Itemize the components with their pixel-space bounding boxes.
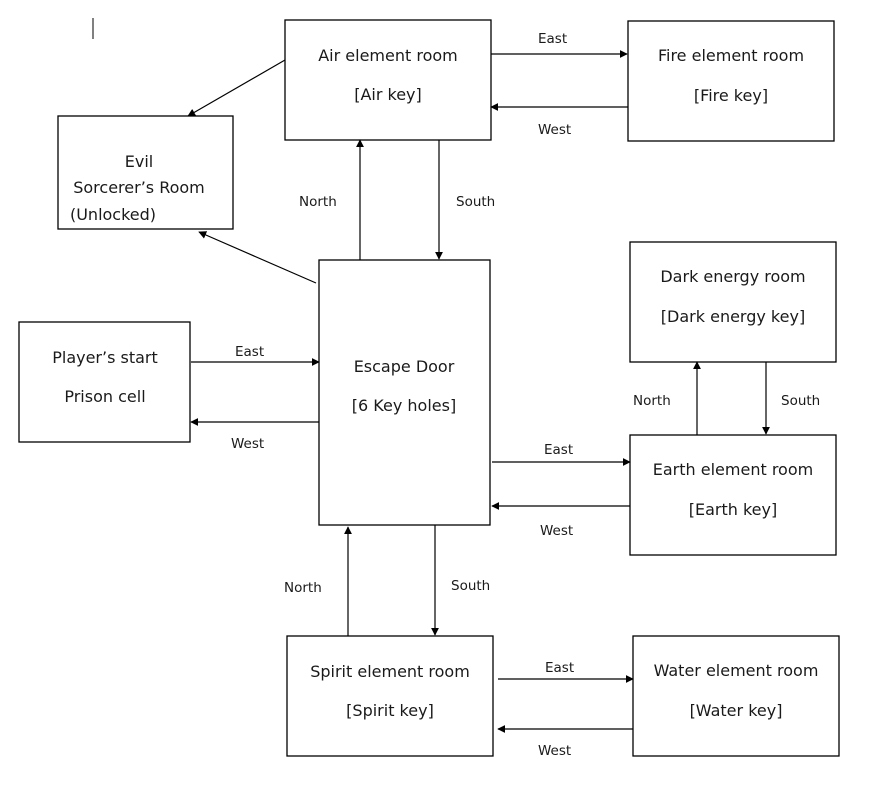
label-north: North	[633, 393, 671, 409]
label-east: East	[544, 442, 573, 458]
room-earth-key: [Earth key]	[689, 500, 777, 519]
room-water-name: Water element room	[654, 661, 819, 680]
room-fire[interactable]: Fire element room [Fire key]	[627, 20, 835, 142]
room-water-key: [Water key]	[690, 701, 783, 720]
label-east: East	[545, 660, 574, 676]
room-air-name: Air element room	[318, 46, 458, 65]
label-west: West	[538, 122, 571, 138]
arrow-escape-to-evil	[198, 231, 317, 284]
label-east: East	[538, 31, 567, 47]
room-fire-name: Fire element room	[658, 46, 804, 65]
label-west: West	[538, 743, 571, 759]
label-south: South	[781, 393, 820, 409]
room-dark-energy[interactable]: Dark energy room [Dark energy key]	[629, 241, 837, 363]
room-spirit[interactable]: Spirit element room [Spirit key]	[286, 635, 494, 757]
room-spirit-key: [Spirit key]	[346, 701, 434, 720]
room-escape-keyholes: [6 Key holes]	[352, 396, 456, 415]
room-escape-name: Escape Door	[354, 357, 455, 376]
room-escape-door[interactable]: Escape Door [6 Key holes]	[318, 259, 491, 526]
label-north: North	[284, 580, 322, 596]
room-start-line1: Player’s start	[52, 348, 158, 367]
room-dark-name: Dark energy room	[660, 267, 805, 286]
room-evil-sorcerer[interactable]: Evil Sorcerer’s Room (Unlocked)	[57, 115, 234, 230]
room-fire-key: [Fire key]	[694, 86, 768, 105]
label-east: East	[235, 344, 264, 360]
room-spirit-name: Spirit element room	[310, 662, 470, 681]
label-south: South	[451, 578, 490, 594]
room-evil-line2: Sorcerer’s Room	[73, 178, 205, 197]
room-dark-key: [Dark energy key]	[661, 307, 805, 326]
room-start-line2: Prison cell	[64, 387, 145, 406]
room-air[interactable]: Air element room [Air key]	[284, 19, 492, 141]
room-earth-name: Earth element room	[653, 460, 813, 479]
room-water[interactable]: Water element room [Water key]	[632, 635, 840, 757]
room-evil-status: (Unlocked)	[70, 205, 156, 224]
label-west: West	[231, 436, 264, 452]
label-south: South	[456, 194, 495, 210]
room-earth[interactable]: Earth element room [Earth key]	[629, 434, 837, 556]
room-air-key: [Air key]	[354, 85, 422, 104]
room-player-start[interactable]: Player’s start Prison cell	[18, 321, 191, 443]
label-north: North	[299, 194, 337, 210]
room-evil-line1: Evil	[125, 152, 153, 171]
arrow-air-to-evil	[187, 59, 286, 117]
label-west: West	[540, 523, 573, 539]
